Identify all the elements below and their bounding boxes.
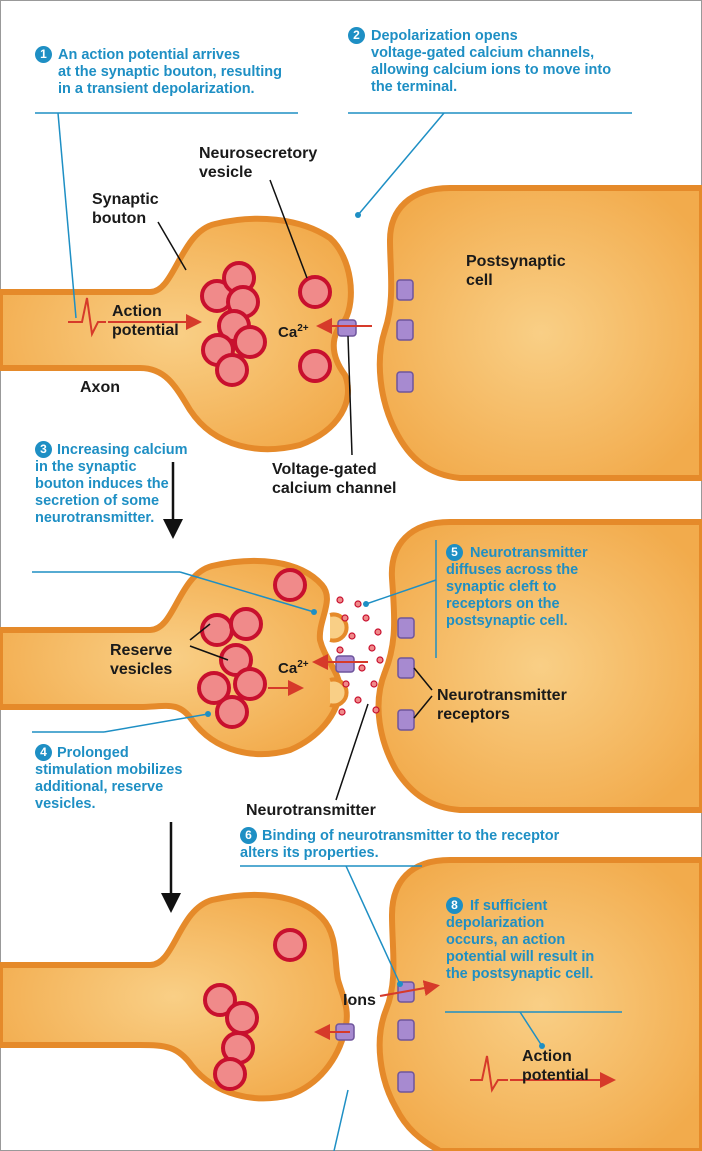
receptor-2b [398,658,414,678]
step-2-badge: 2 [348,27,365,44]
receptor-3b [398,1020,414,1040]
calcium-ion-label-1: Ca2+ [278,320,309,341]
step-1-badge: 1 [35,46,52,63]
step-6-text: Binding of neurotransmitter to the recep… [240,828,559,862]
calcium-symbol-1: Ca [278,324,297,341]
action-potential-label-2: Action potential [522,1047,589,1085]
step-3-text: Increasing calcium in the synaptic bouto… [35,442,188,527]
calcium-ion-label-2: Ca2+ [278,656,309,677]
vesicle-1h [300,277,330,307]
calcium-channel-2 [336,656,354,672]
calcium-charge-1: 2+ [297,323,308,334]
step-2-text: Depolarization opens voltage-gated calci… [371,28,611,96]
postsynaptic-cell-1 [380,188,702,478]
vesicle-1g [217,355,247,385]
synaptic-bouton-label: Synaptic bouton [92,190,159,228]
neurosecretory-vesicle-label: Neurosecretory vesicle [199,144,317,182]
vesicle-2g [217,697,247,727]
presynaptic-terminal-3 [0,895,347,1098]
callout-line-step1 [58,113,76,318]
callout-line-bouton [158,222,186,270]
receptor-1b [397,320,413,340]
callout-neurotransmitter [336,704,368,800]
axon-label: Axon [80,378,120,397]
vesicle-2f [235,669,265,699]
step-4-text: Prolonged stimulation mobilizes addition… [35,745,182,813]
neurotransmitter-receptors-label: Neurotransmitter receptors [437,686,567,724]
vesicle-1f [235,327,265,357]
action-potential-label-1: Action potential [112,302,179,340]
vesicle-3e [215,1059,245,1089]
vesicle-2a [275,570,305,600]
receptor-2a [398,618,414,638]
panel-1 [0,113,702,478]
calcium-channel-1 [338,320,356,336]
vesicle-1i [300,351,330,381]
vesicle-2b [202,615,232,645]
postsynaptic-cell-label: Postsynaptic cell [466,252,566,290]
calcium-charge-2: 2+ [297,659,308,670]
receptor-3c [398,1072,414,1092]
calcium-symbol-2: Ca [278,660,297,677]
vesicle-3a [275,930,305,960]
step-1-text: An action potential arrives at the synap… [58,47,282,98]
voltage-gated-channel-label: Voltage-gated calcium channel [272,460,397,498]
ions-label: Ions [343,991,376,1010]
vesicle-3c [227,1003,257,1033]
reserve-vesicles-label: Reserve vesicles [110,641,172,679]
receptor-1a [397,280,413,300]
step-8-text: If sufficient depolarization occurs, an … [446,898,594,983]
step-5-text: Neurotransmitter diffuses across the syn… [446,545,588,630]
vesicle-2c [231,609,261,639]
neurotransmitter-label: Neurotransmitter [246,801,376,820]
receptor-2c [398,710,414,730]
callout-line-step7 [334,1090,348,1151]
receptor-1c [397,372,413,392]
